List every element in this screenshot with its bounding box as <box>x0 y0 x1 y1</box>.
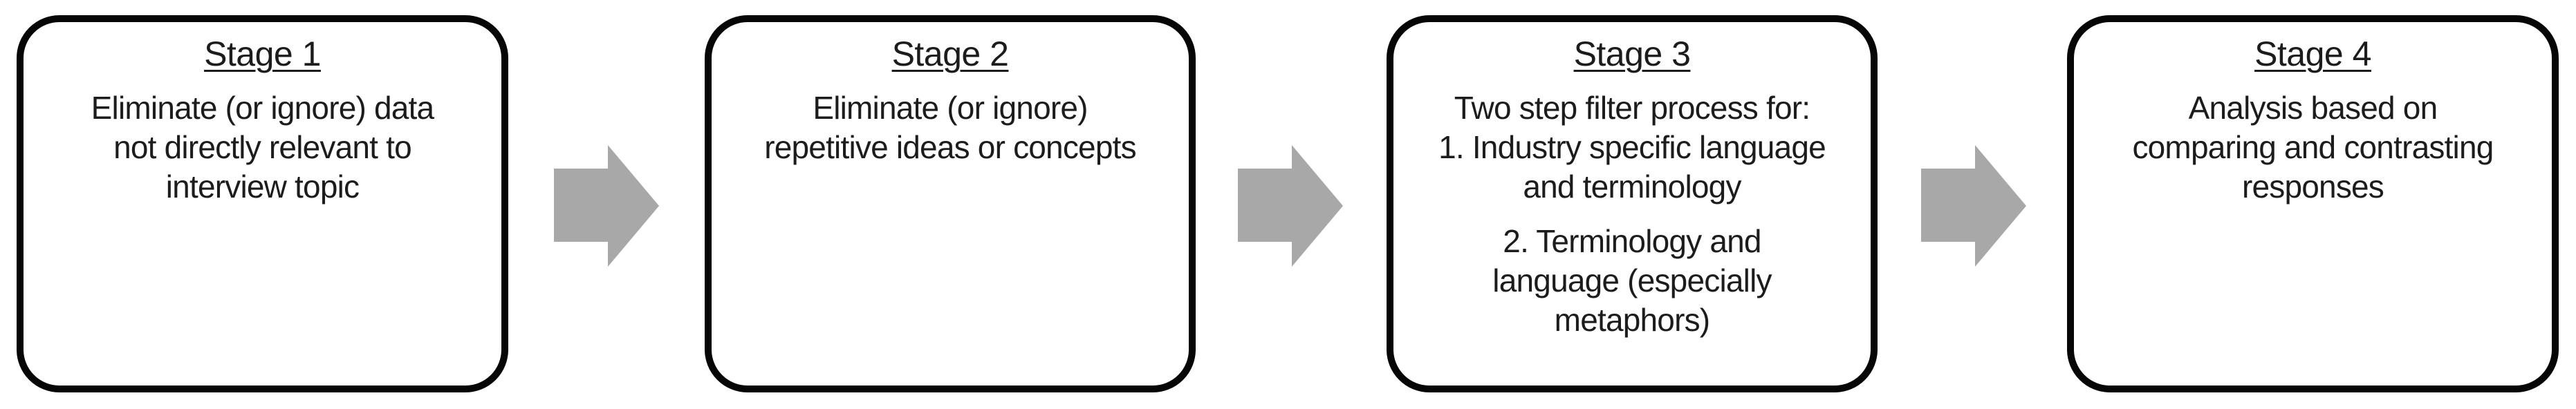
arrow-right-icon <box>554 145 659 267</box>
stage-4-title: Stage 4 <box>2254 35 2371 73</box>
stage-3-box: Stage 3 Two step filter process for: 1. … <box>1387 15 1878 392</box>
stage-2-box: Stage 2 Eliminate (or ignore) repetitive… <box>705 15 1196 392</box>
arrow-right-icon <box>1238 145 1343 267</box>
stage-3-text-step-2: 2. Terminology and language (especially … <box>1492 223 1772 338</box>
stage-4-box: Stage 4 Analysis based on comparing and … <box>2067 15 2559 392</box>
stage-3-text-step-1: Two step filter process for: 1. Industry… <box>1438 90 1826 204</box>
arrow-right-icon <box>1921 145 2026 267</box>
stage-4-text: Analysis based on comparing and contrast… <box>2132 90 2494 204</box>
stage-2-text: Eliminate (or ignore) repetitive ideas o… <box>764 90 1136 165</box>
stage-1-title: Stage 1 <box>204 35 321 73</box>
stage-1-box: Stage 1 Eliminate (or ignore) data not d… <box>17 15 508 392</box>
stage-1-text: Eliminate (or ignore) data not directly … <box>91 90 434 204</box>
stage-3-title: Stage 3 <box>1573 35 1691 73</box>
stage-2-title: Stage 2 <box>891 35 1009 73</box>
